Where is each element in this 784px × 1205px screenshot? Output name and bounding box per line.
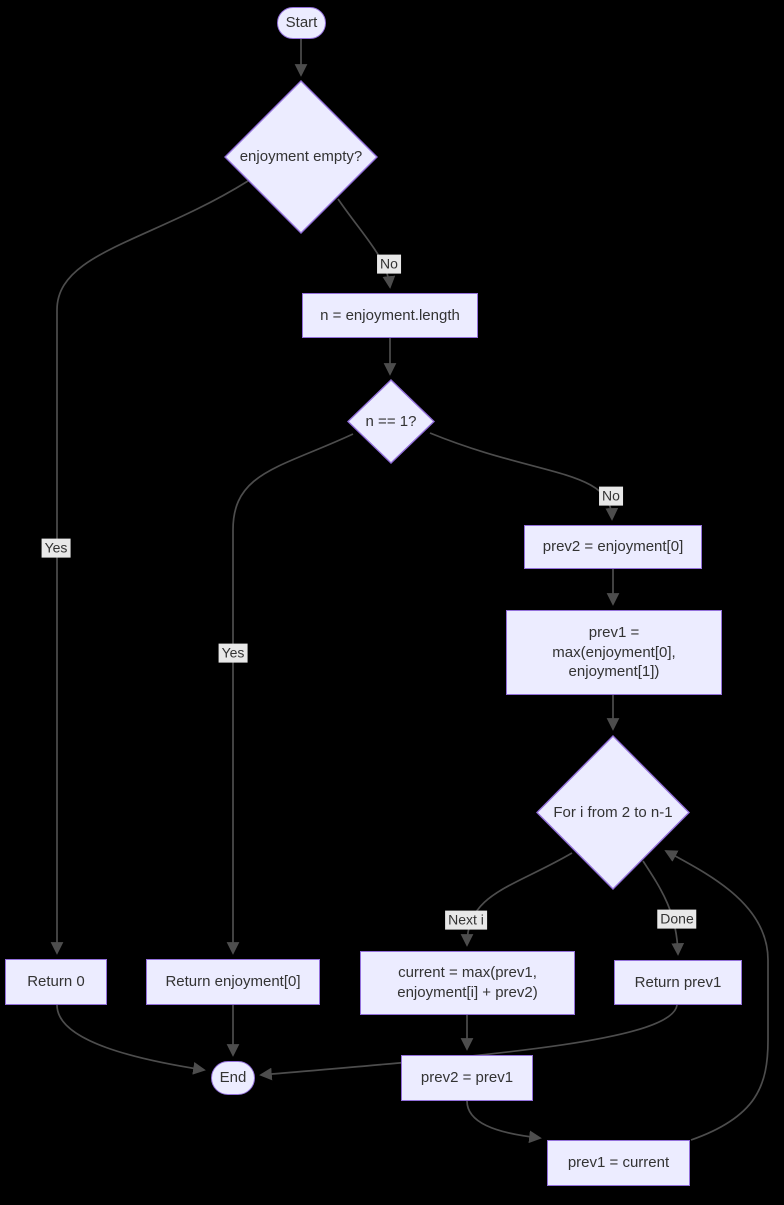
node-loop-label: For i from 2 to n-1 xyxy=(553,803,673,821)
edge-update-prev2-to-update-prev1 xyxy=(466,1100,542,1144)
edge-return-prev1-to-end xyxy=(259,1004,678,1081)
node-return-prev1: Return prev1 xyxy=(614,960,742,1005)
node-set-prev1: prev1 = max(enjoyment[0], enjoyment[1]) xyxy=(506,610,722,695)
diamond-shape xyxy=(347,379,435,464)
node-update-prev1: prev1 = current xyxy=(547,1140,690,1186)
node-return-first-label: Return enjoyment[0] xyxy=(165,973,301,991)
node-return-first: Return enjoyment[0] xyxy=(146,959,320,1005)
node-loop: For i from 2 to n-1 xyxy=(536,735,690,890)
node-set-n: n = enjoyment.length xyxy=(302,293,478,338)
edge-check-empty-no-to-set-n xyxy=(337,198,396,289)
node-set-prev2-label: prev2 = enjoyment[0] xyxy=(542,538,684,556)
edge-loop-done-to-return-prev1 xyxy=(642,860,685,956)
edge-label-next-i: Next i xyxy=(445,910,487,930)
node-check-empty-label: enjoyment empty? xyxy=(239,148,363,166)
node-update-prev1-label: prev1 = current xyxy=(567,1154,670,1172)
node-check-empty: enjoyment empty? xyxy=(224,80,378,234)
diamond-shape xyxy=(536,735,690,890)
edge-label-done: Done xyxy=(657,909,697,929)
node-end-label: End xyxy=(219,1069,247,1087)
node-check-n1: n == 1? xyxy=(347,379,435,464)
node-check-n1-label: n == 1? xyxy=(365,412,417,430)
edge-check-n1-yes-to-return-first xyxy=(226,433,354,955)
edge-label-no-n1: No xyxy=(599,486,623,506)
edge-return-zero-to-end xyxy=(56,1004,206,1075)
node-end: End xyxy=(211,1061,255,1095)
node-update-prev2-label: prev2 = prev1 xyxy=(420,1069,514,1087)
edge-check-n1-no-to-set-prev2 xyxy=(429,432,619,521)
edge-label-yes-n1: Yes xyxy=(218,643,248,663)
edge-check-empty-yes-to-return-zero xyxy=(50,180,249,955)
node-start-label: Start xyxy=(285,14,318,32)
node-start: Start xyxy=(277,7,326,39)
node-set-prev1-label: prev1 = max(enjoyment[0], enjoyment[1]) xyxy=(552,623,676,681)
node-return-zero-label: Return 0 xyxy=(27,973,85,991)
diamond-shape xyxy=(224,80,378,234)
node-set-prev2: prev2 = enjoyment[0] xyxy=(524,525,702,569)
edge-update-prev1-to-loop xyxy=(664,850,769,1141)
node-set-n-label: n = enjoyment.length xyxy=(320,306,460,324)
edge-label-no-empty: No xyxy=(377,254,401,274)
node-update-prev2: prev2 = prev1 xyxy=(401,1055,533,1101)
edge-label-yes-empty: Yes xyxy=(41,538,71,558)
node-compute-current-label: current = max(prev1, enjoyment[i] + prev… xyxy=(397,964,538,1001)
node-compute-current: current = max(prev1, enjoyment[i] + prev… xyxy=(360,951,575,1015)
node-return-zero: Return 0 xyxy=(5,959,107,1005)
node-return-prev1-label: Return prev1 xyxy=(634,973,722,991)
